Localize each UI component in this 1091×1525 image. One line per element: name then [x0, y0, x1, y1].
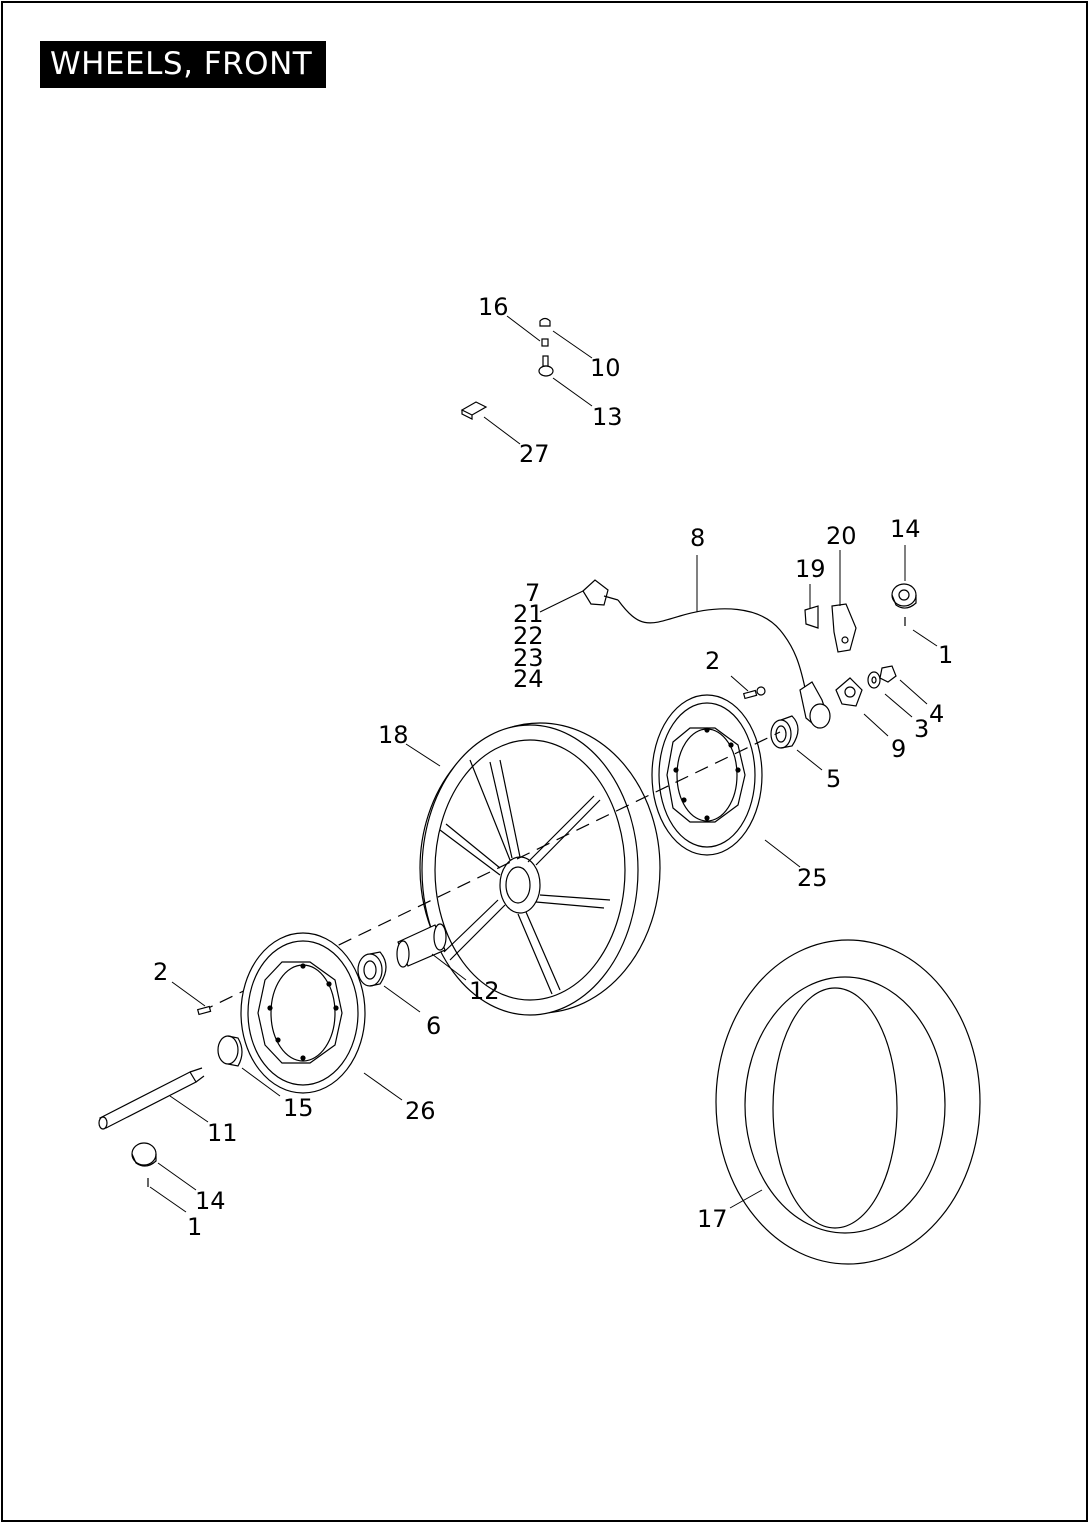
abs-sensor-cable	[617, 599, 806, 689]
callout-4: 4	[929, 700, 944, 728]
callout-8: 8	[690, 524, 705, 552]
brake-bolt-upper	[742, 686, 766, 700]
callout-23: 23	[513, 644, 544, 672]
brake-rotor-right	[651, 694, 763, 856]
washer-part	[867, 671, 881, 689]
callout-14-bottom: 14	[195, 1187, 226, 1215]
callout-1-bottom: 1	[187, 1213, 202, 1241]
callout-7: 7	[525, 579, 540, 607]
callout-22: 22	[513, 622, 544, 650]
callout-20: 20	[826, 522, 857, 550]
callout-19: 19	[795, 555, 826, 583]
callout-25: 25	[797, 864, 828, 892]
sensor-clip-part	[804, 605, 819, 629]
callout-21: 21	[513, 600, 544, 628]
spacer-part	[835, 677, 863, 707]
callout-labels: 16 10 13 27 8 20 14 19 7 21 22 23 24 1 2…	[153, 293, 953, 1241]
callout-11: 11	[207, 1119, 238, 1147]
wheel-bearing-right	[770, 715, 799, 749]
callout-15: 15	[283, 1094, 314, 1122]
axle-cap-bottom	[131, 1142, 157, 1187]
callout-10: 10	[590, 354, 621, 382]
valve-stem-part	[538, 355, 554, 377]
callout-9: 9	[891, 735, 906, 763]
axle-spacer-left	[217, 1035, 243, 1067]
abs-sensor-connector	[582, 579, 619, 606]
callout-2-bottom: 2	[153, 958, 168, 986]
callout-14-top: 14	[890, 515, 921, 543]
diagram-title: WHEELS, FRONT	[40, 41, 327, 88]
callout-5: 5	[826, 765, 841, 793]
axle-cap-top	[891, 583, 917, 626]
valve-cap-part	[539, 317, 551, 347]
axle-centerline	[199, 731, 781, 1013]
axle-spacer-sleeve	[396, 923, 447, 968]
callout-6: 6	[426, 1012, 441, 1040]
sensor-bracket-part	[831, 603, 857, 653]
callout-27: 27	[519, 440, 550, 468]
abs-sensor-head	[799, 681, 831, 729]
callout-2-top: 2	[705, 647, 720, 675]
wheel-bearing-left	[357, 951, 387, 987]
callout-1-top: 1	[938, 641, 953, 669]
front-wheel	[419, 722, 661, 1016]
callout-18: 18	[378, 721, 409, 749]
callout-16: 16	[478, 293, 509, 321]
callout-26: 26	[405, 1097, 436, 1125]
callout-24: 24	[513, 665, 544, 693]
balance-weight-part	[460, 401, 488, 420]
callout-3: 3	[914, 715, 929, 743]
brake-rotor-left	[240, 932, 366, 1094]
callout-17: 17	[697, 1205, 728, 1233]
axle-nut-part	[879, 665, 897, 683]
leader-lines	[149, 315, 938, 1213]
callout-12: 12	[469, 977, 500, 1005]
front-axle	[98, 1067, 205, 1130]
front-tire	[715, 939, 981, 1265]
brake-bolt-lower	[196, 1005, 212, 1016]
callout-13: 13	[592, 403, 623, 431]
